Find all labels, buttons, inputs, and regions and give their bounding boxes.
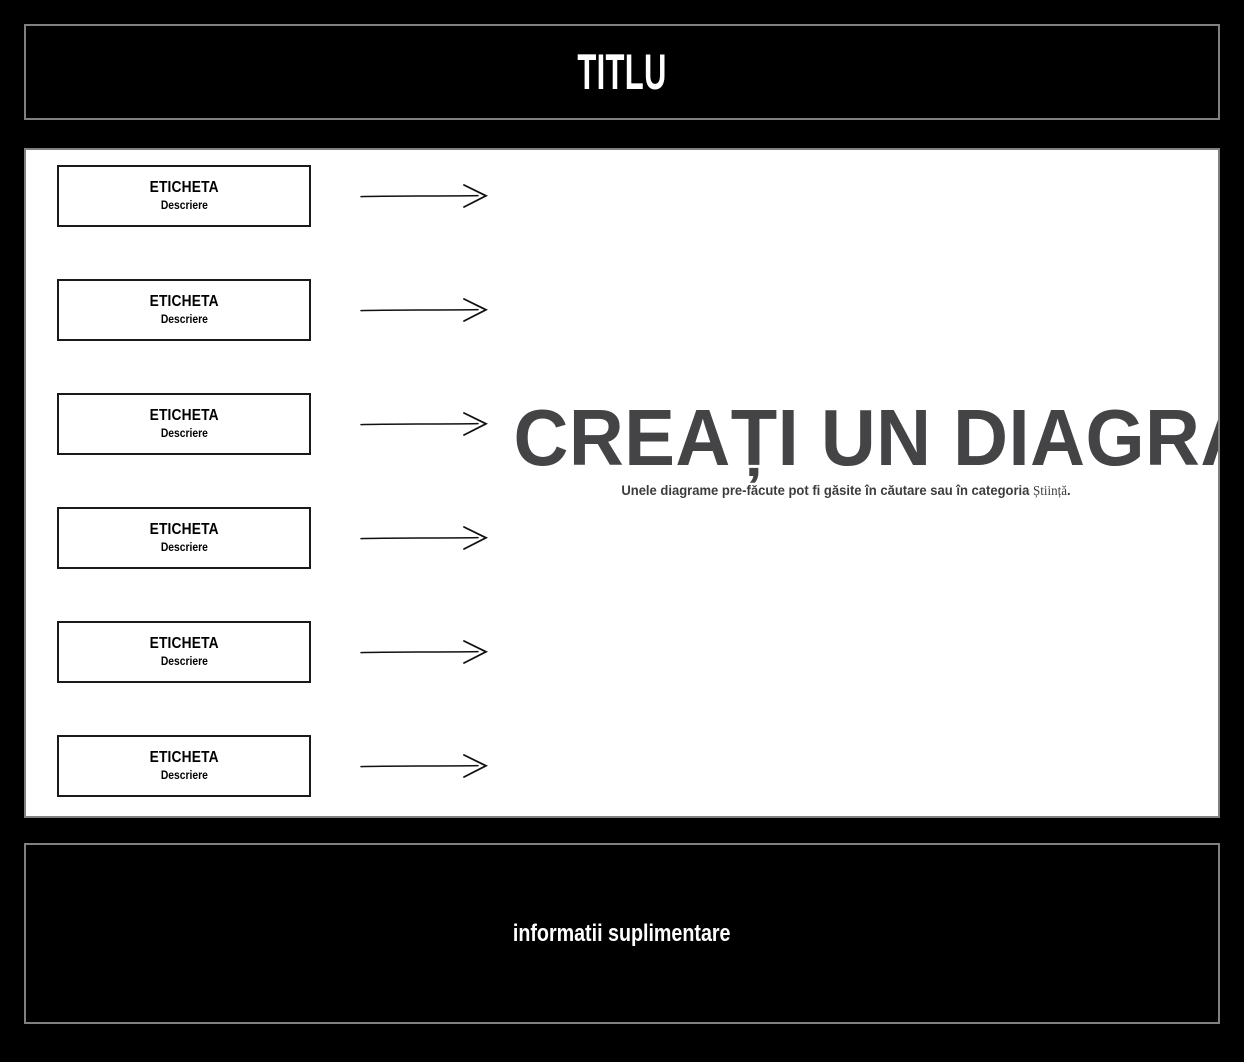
label-box-description: Descriere xyxy=(160,311,208,326)
instruction-subline: Unele diagrame pre-făcute pot fi găsite … xyxy=(521,482,1172,501)
label-row-list: ETICHETA Descriere ETICHETA Descriere xyxy=(57,165,507,797)
label-box[interactable]: ETICHETA Descriere xyxy=(57,393,311,455)
arrow-right-icon xyxy=(360,526,489,550)
diagram-row: ETICHETA Descriere xyxy=(57,507,507,569)
arrow-right-icon xyxy=(360,640,489,664)
diagram-row: ETICHETA Descriere xyxy=(57,393,507,455)
label-box-title: ETICHETA xyxy=(149,748,219,766)
subline-text-after: . xyxy=(1067,482,1071,498)
label-box[interactable]: ETICHETA Descriere xyxy=(57,621,311,683)
subline-category-name: Știință xyxy=(1033,484,1068,499)
label-box[interactable]: ETICHETA Descriere xyxy=(57,735,311,797)
title-panel[interactable]: TITLU xyxy=(24,24,1220,120)
label-box[interactable]: ETICHETA Descriere xyxy=(57,507,311,569)
arrow-right-icon xyxy=(360,412,489,436)
label-box[interactable]: ETICHETA Descriere xyxy=(57,279,311,341)
subline-text-before: Unele diagrame pre-făcute pot fi găsite … xyxy=(621,482,1034,498)
diagram-panel[interactable]: ETICHETA Descriere ETICHETA Descriere xyxy=(24,148,1220,818)
diagram-row: ETICHETA Descriere xyxy=(57,621,507,683)
arrow-right-icon xyxy=(360,184,489,208)
label-box-description: Descriere xyxy=(160,767,208,782)
instruction-block: CREAȚI UN DIAGRAM Unele diagrame pre-făc… xyxy=(496,393,1219,501)
label-box-description: Descriere xyxy=(160,425,208,440)
arrow-right-icon xyxy=(360,298,489,322)
label-box-title: ETICHETA xyxy=(149,520,219,538)
arrow-right-icon xyxy=(360,754,489,778)
label-box-title: ETICHETA xyxy=(149,178,219,196)
page-title: TITLU xyxy=(577,44,667,100)
label-box-description: Descriere xyxy=(160,653,208,668)
diagram-row: ETICHETA Descriere xyxy=(57,735,507,797)
diagram-row: ETICHETA Descriere xyxy=(57,279,507,341)
footer-panel[interactable]: informatii suplimentare xyxy=(24,843,1220,1024)
label-box-title: ETICHETA xyxy=(149,292,219,310)
diagram-row: ETICHETA Descriere xyxy=(57,165,507,227)
label-box-title: ETICHETA xyxy=(149,634,219,652)
label-box-description: Descriere xyxy=(160,539,208,554)
instruction-headline: CREAȚI UN DIAGRAM xyxy=(513,393,1219,482)
footer-text: informatii suplimentare xyxy=(513,919,731,947)
label-box-title: ETICHETA xyxy=(149,406,219,424)
label-box[interactable]: ETICHETA Descriere xyxy=(57,165,311,227)
label-box-description: Descriere xyxy=(160,197,208,212)
